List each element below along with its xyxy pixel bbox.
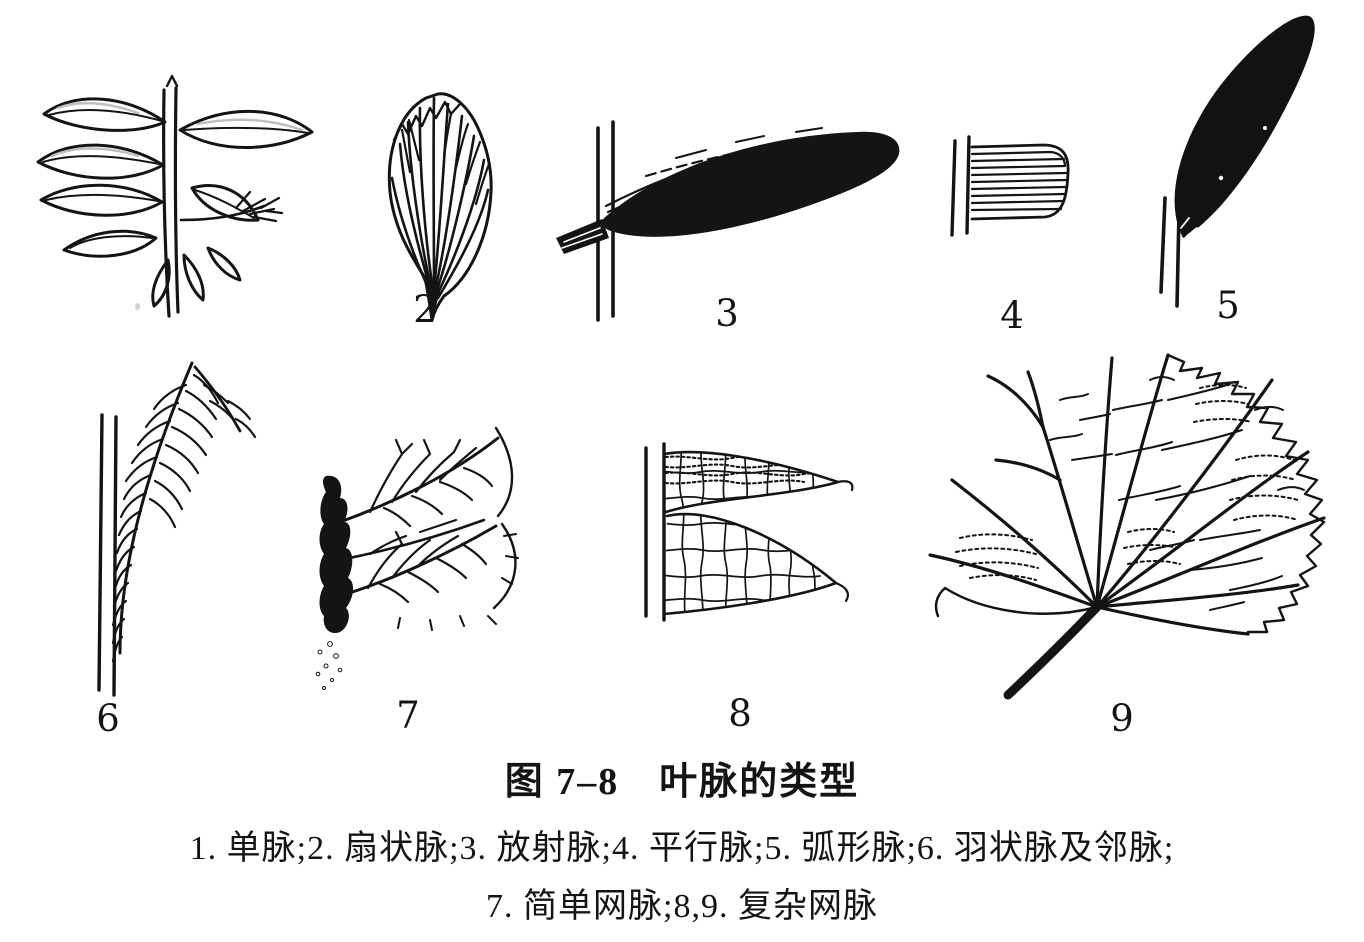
figure-caption-line-2: 7. 简单网脉;8,9. 复杂网脉: [486, 888, 878, 925]
fan-leaf-art: [387, 92, 493, 322]
parallel-leaf-art: [950, 135, 1070, 237]
figure-caption-line-1: 1. 单脉;2. 扇状脉;3. 放射脉;4. 平行脉;5. 弧形脉;6. 羽状脉…: [189, 830, 1175, 867]
figure-title: 图 7–8 叶脉的类型: [504, 761, 860, 803]
main-veins: [928, 353, 1326, 636]
shoot-art: [36, 74, 314, 318]
drawing-6-pinnate-veins: [97, 361, 257, 697]
arc-leaf-art: [1159, 15, 1315, 308]
palmate-leaf-art: [928, 353, 1326, 700]
drawing-5-arc-veins: [1159, 15, 1315, 308]
drawing-7-simple-net-veins: [315, 426, 519, 690]
drawing-3-radiating-veins: [556, 120, 900, 322]
drawing-4-parallel-veins: [950, 135, 1070, 237]
serrate-margin: [1166, 353, 1326, 634]
panel-label-2: 2: [413, 288, 437, 331]
panel-label-7: 7: [396, 694, 420, 737]
stem-dots: [315, 641, 343, 690]
cross-veins: [1049, 376, 1305, 611]
panel-label-5: 5: [1216, 284, 1240, 327]
simple-net-art: [315, 426, 519, 690]
speckle-patches: [955, 384, 1299, 581]
radiating-leaf-art: [556, 120, 900, 322]
panel-label-3: 3: [715, 292, 739, 335]
drawing-8-complex-net-veins: [644, 442, 854, 622]
complex-net-art: [644, 442, 854, 622]
drawing-2-fan-veins: [387, 92, 493, 322]
panel-label-4: 4: [1000, 294, 1024, 337]
panel-label-8: 8: [728, 692, 752, 735]
faded-label-1-mark: [135, 303, 140, 310]
panel-label-9: 9: [1110, 697, 1134, 740]
pinnate-leaf-art: [97, 361, 257, 697]
drawing-1-single-vein-shoot: [36, 74, 314, 318]
drawing-9-palmate-net-leaf: [928, 353, 1326, 700]
panel-label-6: 6: [96, 697, 120, 740]
